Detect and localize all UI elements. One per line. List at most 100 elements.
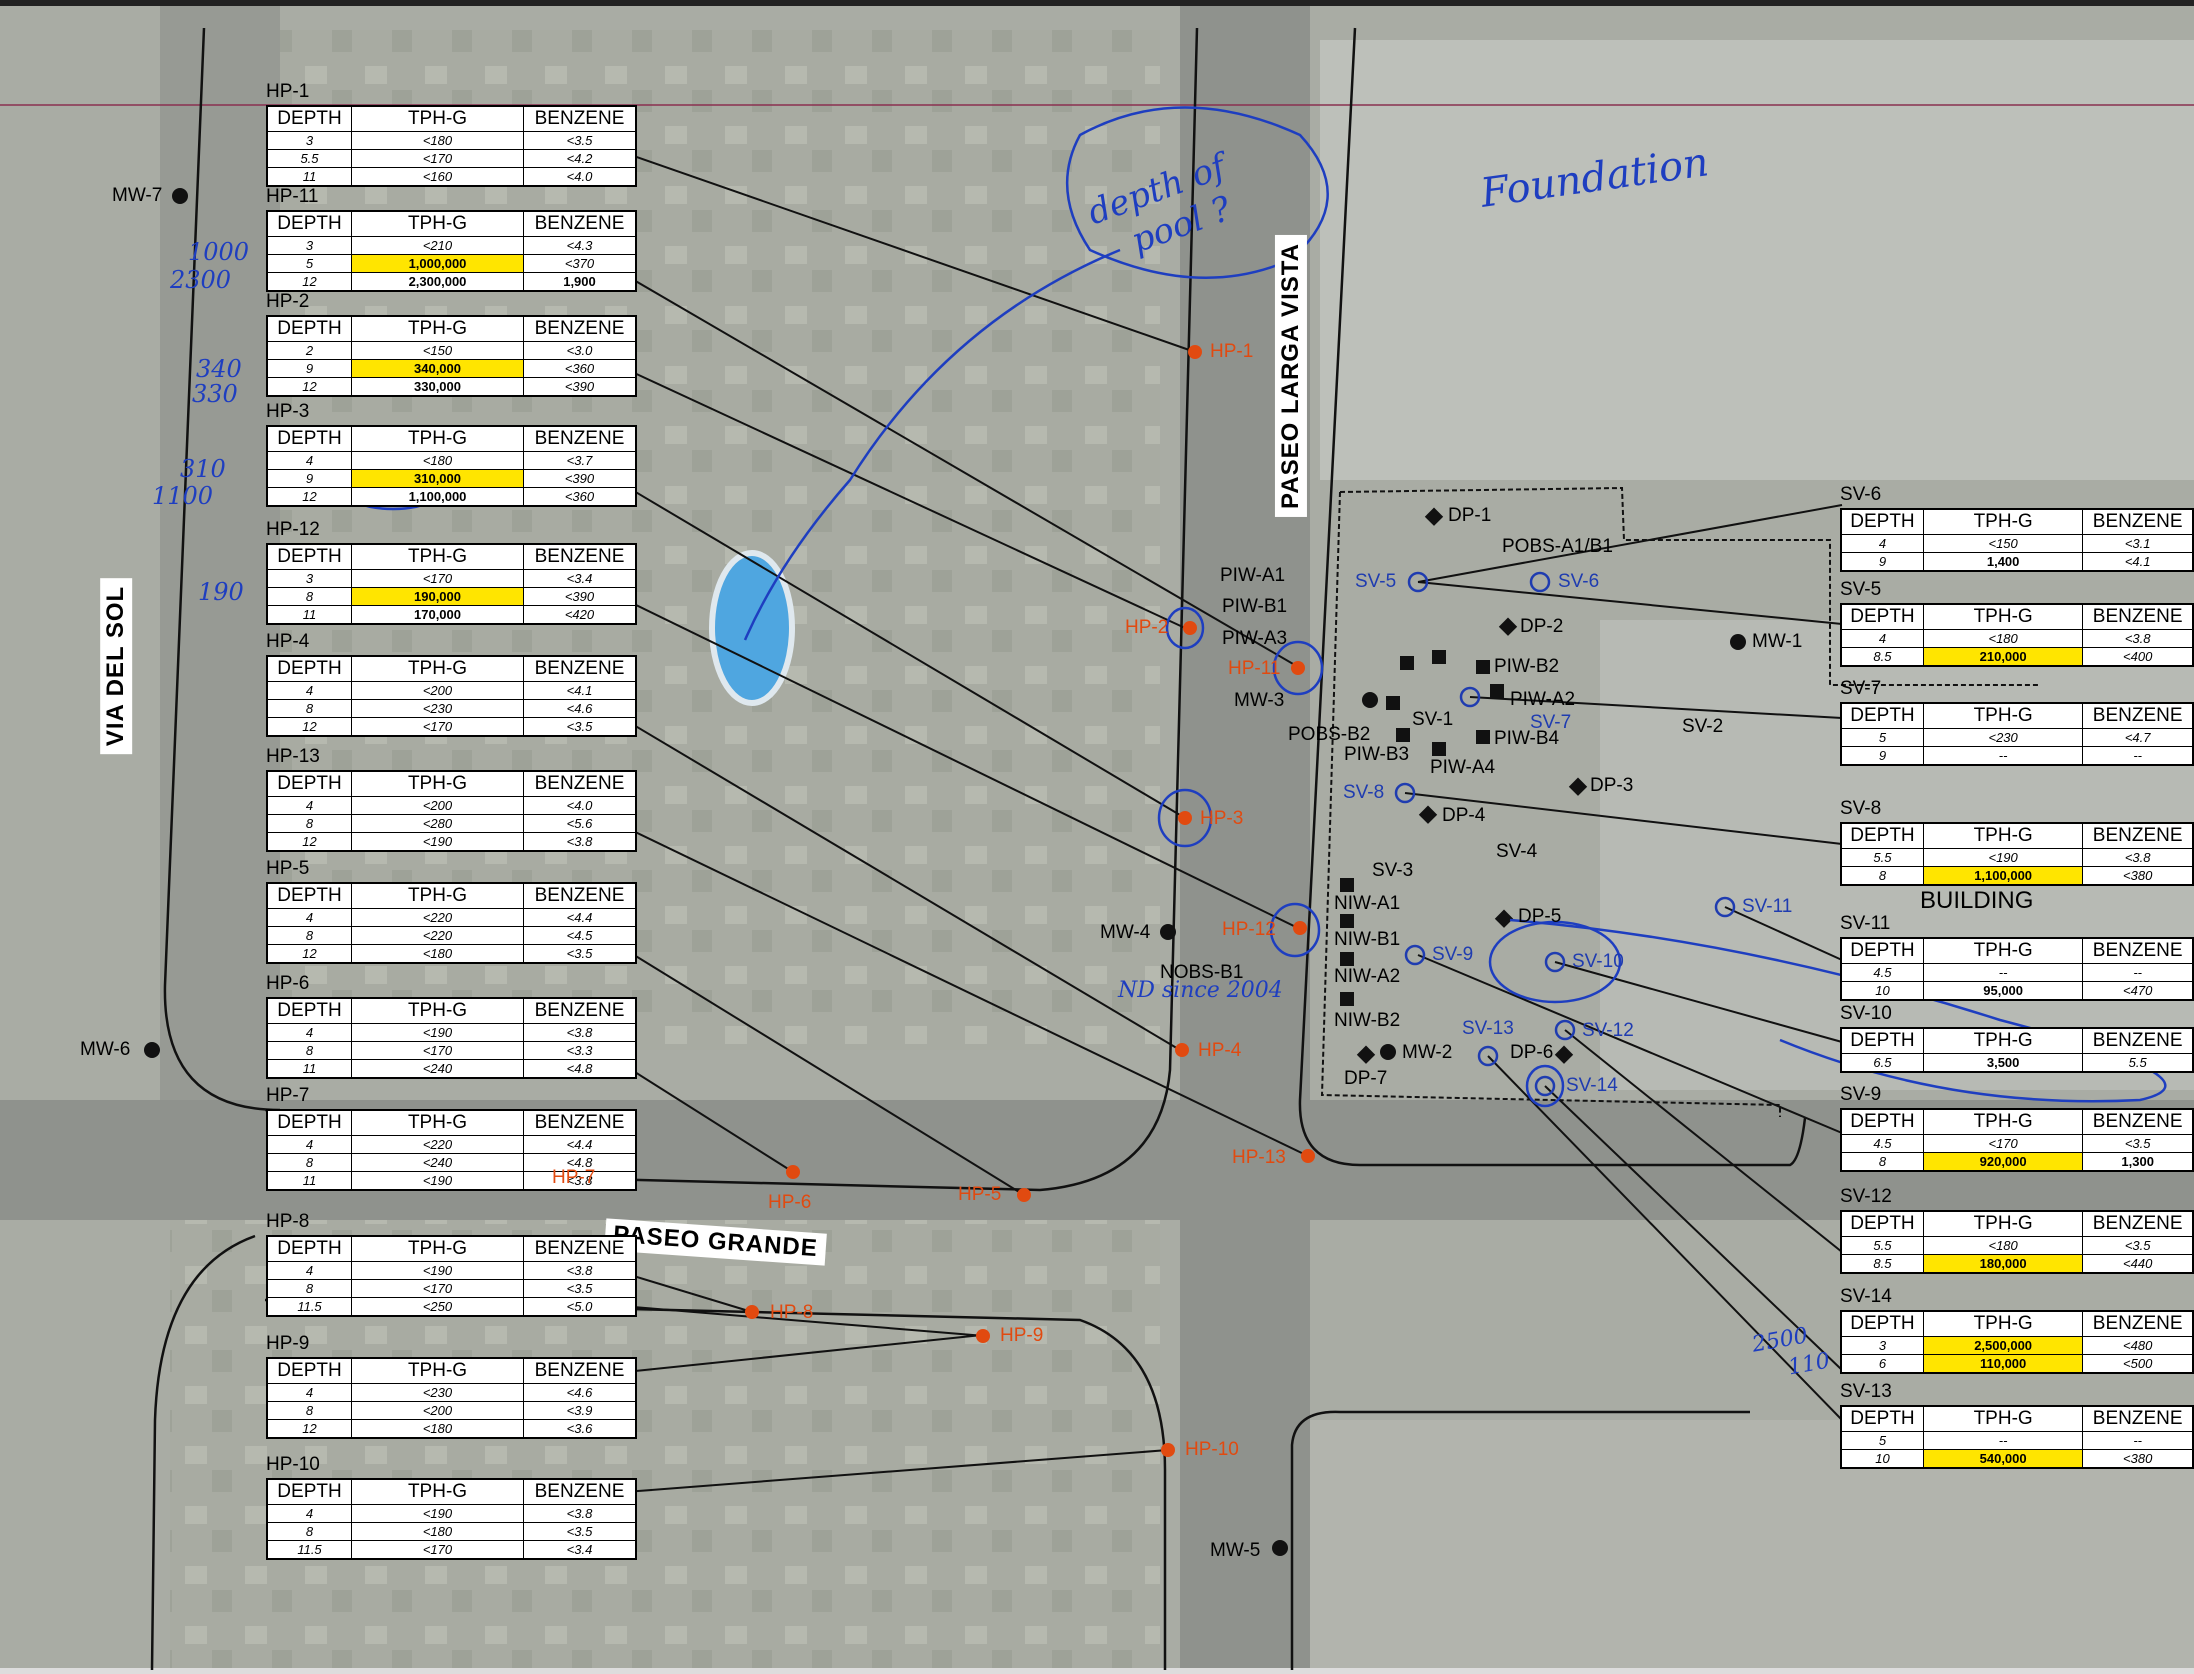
point-label-sv-14: SV-14 xyxy=(1566,1075,1618,1096)
cell: <3.5 xyxy=(523,1522,637,1541)
cell: 12 xyxy=(266,487,352,507)
well-label: NOBS-B1 xyxy=(1160,962,1244,983)
cell: <190 xyxy=(351,1261,524,1280)
cell: 8 xyxy=(1840,1152,1924,1172)
cell: <170 xyxy=(1922,1134,2084,1153)
cell: <5.6 xyxy=(523,814,637,833)
cell: 11.5 xyxy=(266,1297,352,1317)
col-depth: DEPTH xyxy=(1840,1310,1924,1337)
col-depth: DEPTH xyxy=(1840,702,1924,729)
cell: -- xyxy=(2082,963,2194,982)
cell: 5.5 xyxy=(2082,1053,2194,1073)
col-depth: DEPTH xyxy=(266,1357,352,1384)
neighborhood-block-west xyxy=(200,30,1160,1050)
col-depth: DEPTH xyxy=(1840,1405,1924,1432)
cell: 8 xyxy=(266,1522,352,1541)
cell: <400 xyxy=(2082,647,2194,667)
well-label: PIW-B4 xyxy=(1494,728,1560,749)
cell: 8 xyxy=(1840,866,1924,886)
col-depth: DEPTH xyxy=(266,210,352,237)
point-label-hp-4: HP-4 xyxy=(1198,1040,1242,1061)
cell: <3.0 xyxy=(523,341,637,360)
cell: -- xyxy=(2082,1431,2194,1450)
table-title: HP-8 xyxy=(266,1211,310,1232)
col-benzene: BENZENE xyxy=(2082,603,2194,630)
cell: <180 xyxy=(351,451,524,470)
handwritten-margin-number: 340 xyxy=(196,355,242,383)
point-label-sv-10: SV-10 xyxy=(1572,951,1624,972)
point-label-dp-5: DP-5 xyxy=(1518,906,1562,927)
cell: <190 xyxy=(351,1504,524,1523)
col-benzene: BENZENE xyxy=(2082,1310,2194,1337)
col-tphg: TPH-G xyxy=(351,770,524,797)
cell: 12 xyxy=(266,717,352,737)
cell: <230 xyxy=(351,1383,524,1402)
point-label-hp-8: HP-8 xyxy=(770,1302,814,1323)
cell: 8 xyxy=(266,1279,352,1298)
cell-highlight: 1,000,000 xyxy=(351,254,524,273)
point-label-hp-1: HP-1 xyxy=(1210,341,1254,362)
table-title: HP-13 xyxy=(266,746,320,767)
cell: 1,100,000 xyxy=(351,487,524,507)
cell: 1,900 xyxy=(523,272,637,292)
table-title: HP-12 xyxy=(266,519,320,540)
hp-markers xyxy=(558,345,1315,1457)
col-depth: DEPTH xyxy=(266,997,352,1024)
cell: 11 xyxy=(266,167,352,187)
cell: <230 xyxy=(351,699,524,718)
cell: <3.8 xyxy=(523,1023,637,1042)
cell: <3.8 xyxy=(523,1504,637,1523)
cell: 8.5 xyxy=(1840,1254,1924,1274)
cell: <3.5 xyxy=(523,1279,637,1298)
handwritten-margin-number: 2300 xyxy=(170,266,232,294)
col-benzene: BENZENE xyxy=(523,770,637,797)
cell: <380 xyxy=(2082,866,2194,886)
cell-highlight: 1,100,000 xyxy=(1922,866,2084,886)
cell: <3.8 xyxy=(523,1171,637,1191)
table-title: SV-8 xyxy=(1840,798,1882,819)
commercial-parking-east xyxy=(1320,40,2194,480)
point-label-sv-6: SV-6 xyxy=(1558,571,1600,592)
col-benzene: BENZENE xyxy=(2082,508,2194,535)
point-label-sv-1: SV-1 xyxy=(1412,709,1454,730)
well-label: PIW-A3 xyxy=(1222,628,1288,649)
cell-highlight: 190,000 xyxy=(351,587,524,606)
cell: <180 xyxy=(351,1522,524,1541)
cell: 11 xyxy=(266,1171,352,1191)
well-label: PIW-A2 xyxy=(1510,689,1576,710)
cell: <190 xyxy=(351,1023,524,1042)
table-title: SV-10 xyxy=(1840,1003,1892,1024)
cell: <200 xyxy=(351,1401,524,1420)
point-label-dp-3: DP-3 xyxy=(1590,775,1634,796)
cell: -- xyxy=(1922,963,2084,982)
col-benzene: BENZENE xyxy=(2082,1027,2194,1054)
table-title: HP-7 xyxy=(266,1085,310,1106)
cell: 8 xyxy=(266,1041,352,1060)
table-title: HP-10 xyxy=(266,1454,320,1475)
table-title: HP-9 xyxy=(266,1333,310,1354)
cell: 10 xyxy=(1840,981,1924,1001)
cell: <180 xyxy=(1922,1236,2084,1255)
cell: 11 xyxy=(266,605,352,625)
cell: <4.8 xyxy=(523,1153,637,1172)
cell-highlight: 180,000 xyxy=(1922,1254,2084,1274)
point-label-sv-8: SV-8 xyxy=(1343,782,1385,803)
cell: <220 xyxy=(351,908,524,927)
col-benzene: BENZENE xyxy=(523,1109,637,1136)
table-title: SV-13 xyxy=(1840,1381,1892,1402)
cell-highlight: 310,000 xyxy=(351,469,524,488)
col-benzene: BENZENE xyxy=(2082,937,2194,964)
well-label: NIW-B1 xyxy=(1334,929,1401,950)
col-tphg: TPH-G xyxy=(1922,1310,2084,1337)
cell: <190 xyxy=(351,832,524,852)
col-depth: DEPTH xyxy=(1840,603,1924,630)
cell: <420 xyxy=(523,605,637,625)
col-tphg: TPH-G xyxy=(351,882,524,909)
point-label-sv-7: SV-7 xyxy=(1530,712,1572,733)
